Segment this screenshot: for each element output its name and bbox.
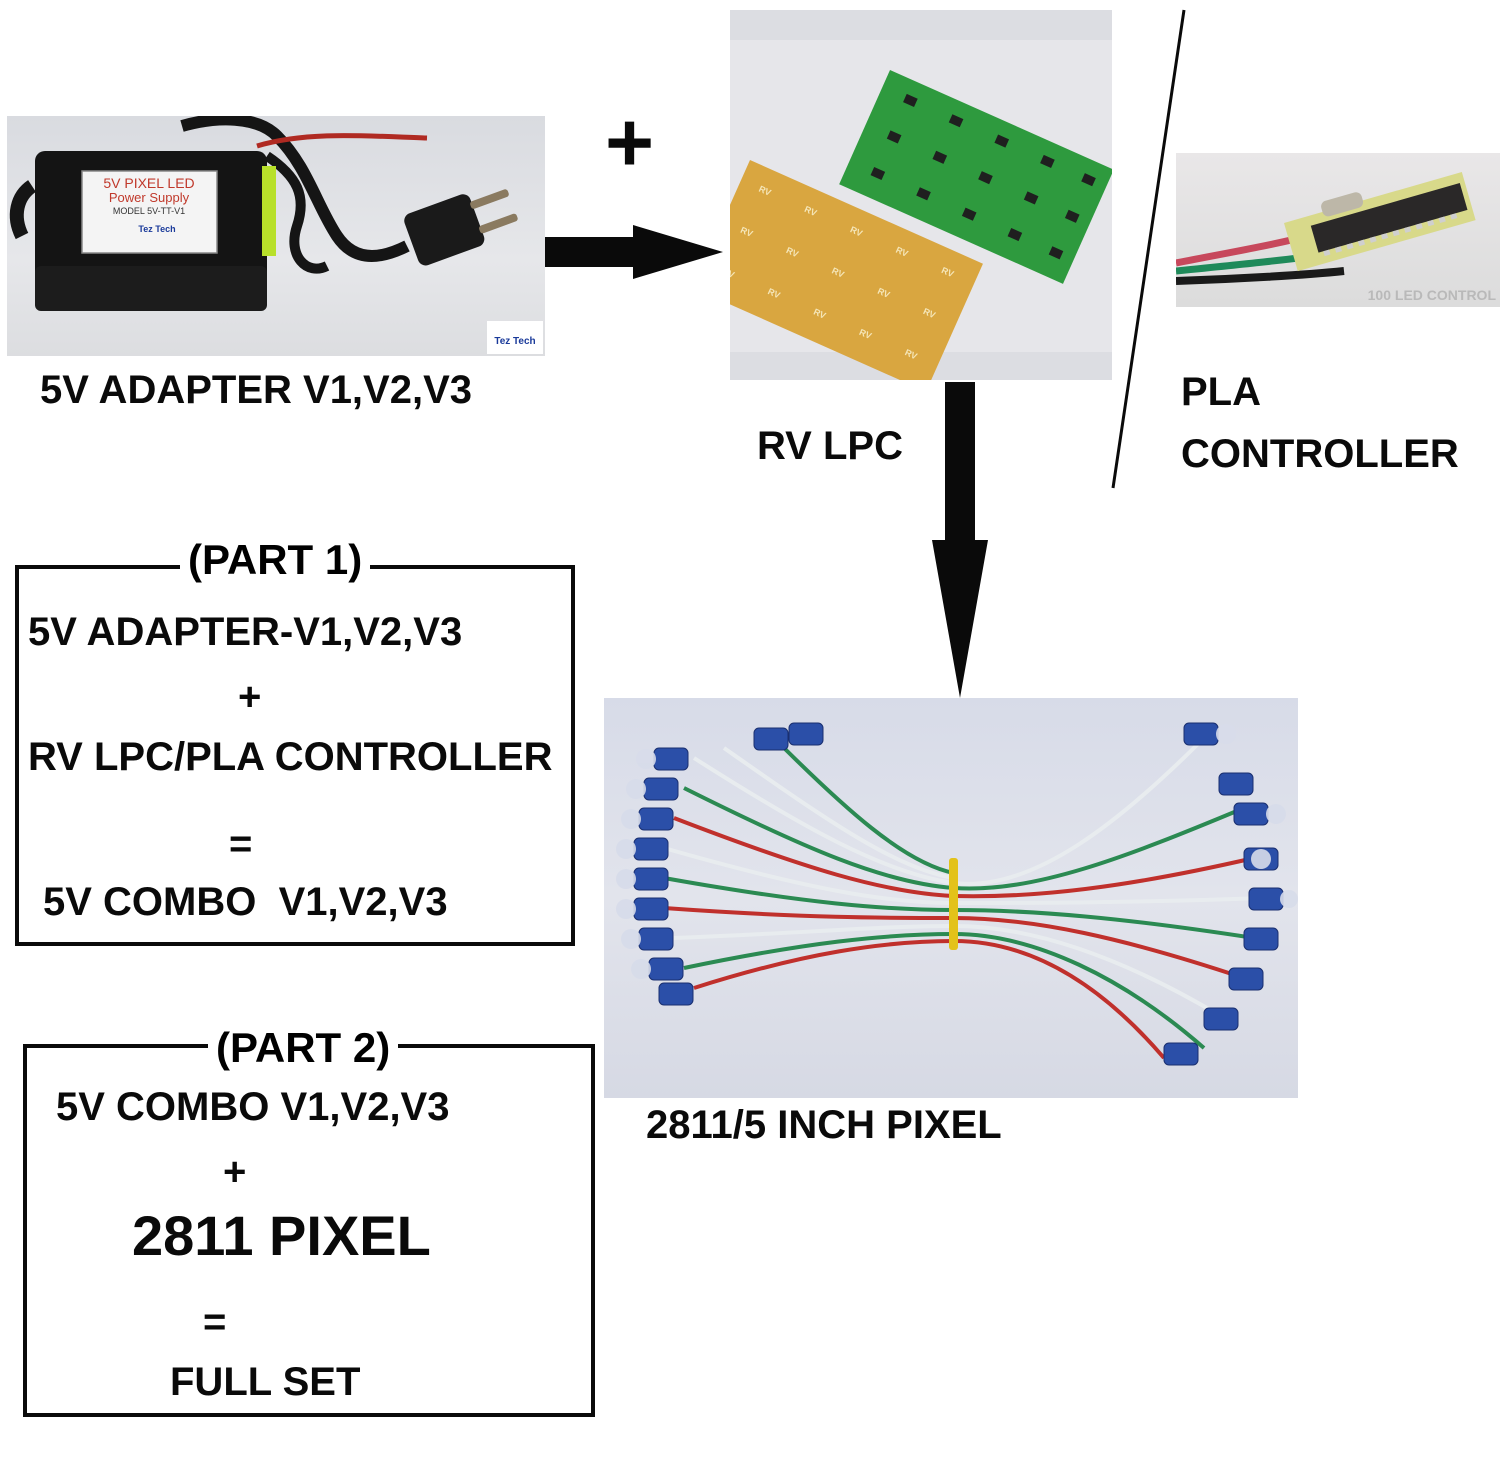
down-arrow-icon (932, 382, 988, 698)
part1-title: (PART 1) (180, 538, 371, 582)
part1-line1: 5V ADAPTER-V1,V2,V3 (28, 610, 463, 654)
svg-text:RV: RV (730, 266, 736, 280)
part1-plus: + (238, 675, 262, 719)
part2-equals: = (203, 1300, 227, 1344)
svg-text:RV: RV (876, 286, 891, 300)
adapter-label-line2: Power Supply (109, 190, 190, 205)
part1-equals: = (229, 822, 253, 866)
adapter-label-brand: Tez Tech (138, 224, 175, 234)
pla-caption-line2: CONTROLLER (1181, 432, 1459, 476)
divider-slash (1111, 9, 1186, 489)
adapter-caption: 5V ADAPTER V1,V2,V3 (40, 368, 473, 412)
pixel-string-illustration (616, 722, 1298, 1066)
plus-operator: + (605, 95, 655, 189)
pla-caption-line1: PLA (1181, 370, 1261, 414)
svg-text:RV: RV (803, 204, 818, 218)
adapter-label-model: MODEL 5V-TT-V1 (113, 206, 185, 216)
part2-line1: 5V COMBO V1,V2,V3 (56, 1085, 450, 1129)
pla-photo-watermark: 100 LED CONTROL (1367, 287, 1496, 303)
lpc-caption: RV LPC (757, 424, 903, 468)
svg-text:RV: RV (849, 224, 864, 238)
svg-text:RV: RV (739, 225, 754, 239)
pixel-string-photo (604, 698, 1298, 1098)
svg-text:RV: RV (785, 245, 800, 259)
svg-text:RV: RV (940, 265, 955, 279)
part2-title: (PART 2) (208, 1026, 399, 1070)
adapter-illustration: 5V PIXEL LED Power Supply MODEL 5V-TT-V1… (9, 116, 543, 354)
pixel-caption: 2811/5 INCH PIXEL (646, 1103, 1002, 1147)
svg-text:RV: RV (757, 184, 772, 198)
pla-controller-illustration (1176, 172, 1476, 285)
svg-text:RV: RV (830, 265, 845, 279)
svg-text:RV: RV (894, 245, 909, 259)
part1-result: 5V COMBO V1,V2,V3 (43, 880, 448, 924)
svg-text:RV: RV (858, 327, 873, 341)
part2-result: FULL SET (170, 1360, 361, 1404)
svg-text:RV: RV (903, 347, 918, 361)
pla-controller-photo: 100 LED CONTROL (1176, 153, 1500, 307)
adapter-corner-brand: Tez Tech (494, 336, 535, 347)
svg-text:RV: RV (766, 286, 781, 300)
part2-plus: + (223, 1150, 247, 1194)
part2-line2: 2811 PIXEL (132, 1204, 431, 1267)
svg-text:RV: RV (922, 306, 937, 320)
lpc-boards-illustration: RV RV RV RV RV RV RV RV RV RV RV RV RV R… (730, 40, 1112, 380)
right-arrow-icon (545, 225, 723, 279)
adapter-photo: 5V PIXEL LED Power Supply MODEL 5V-TT-V1… (7, 116, 545, 356)
lpc-photo: RV RV RV RV RV RV RV RV RV RV RV RV RV R… (730, 10, 1112, 380)
adapter-label-line1: 5V PIXEL LED (103, 175, 194, 191)
svg-text:RV: RV (812, 307, 827, 321)
part1-line2: RV LPC/PLA CONTROLLER (28, 735, 553, 779)
